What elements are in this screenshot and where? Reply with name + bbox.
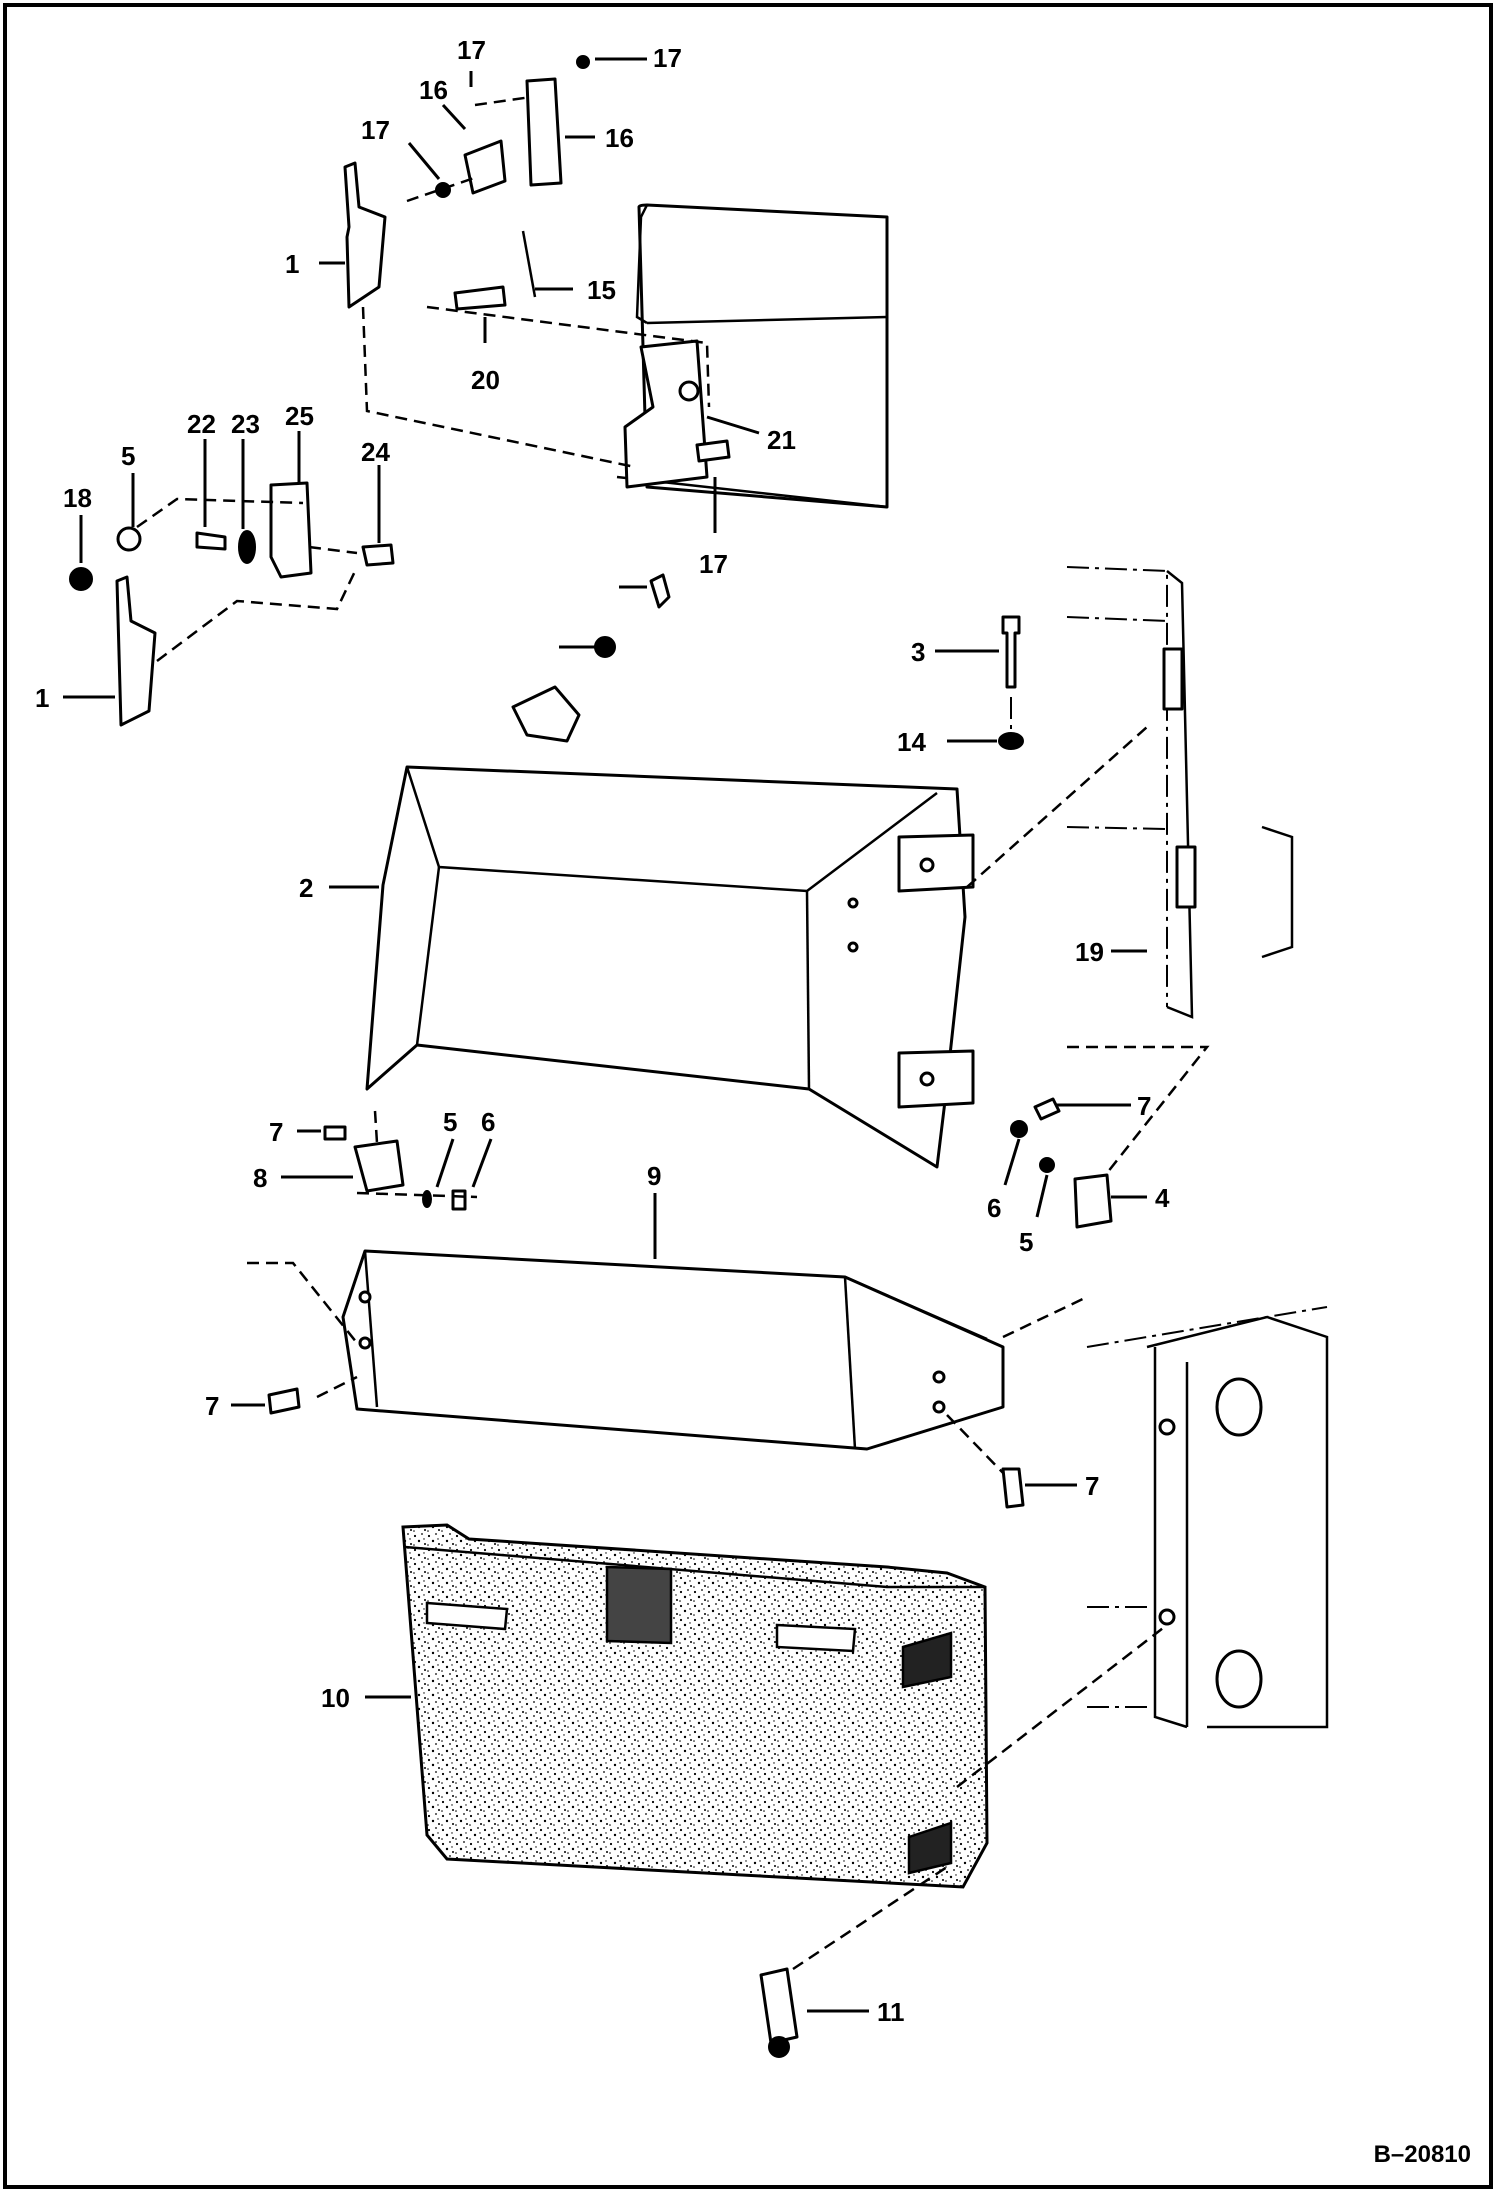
callout-3: 3 xyxy=(911,637,926,667)
hood-latch-lower xyxy=(69,481,395,727)
callout-5: 5 xyxy=(1019,1227,1034,1257)
machine-hinge-pins xyxy=(1162,647,1197,909)
knob-fastener xyxy=(511,573,671,743)
counterweight-10 xyxy=(401,1523,1168,1889)
callout-7: 7 xyxy=(1085,1471,1100,1501)
callout-17: 17 xyxy=(361,115,390,145)
callout-8: 8 xyxy=(253,1163,268,1193)
exploded-view-drawing xyxy=(63,55,1329,2058)
callout-11: 11 xyxy=(877,1997,905,2027)
callout-23: 25 xyxy=(285,401,314,431)
mounting-brackets xyxy=(323,1045,1210,1229)
callout-2: 2 xyxy=(299,873,314,903)
callout-21: 23 xyxy=(231,409,260,439)
hood-latch-upper xyxy=(343,55,731,489)
callout-17: 19 xyxy=(1075,937,1104,967)
side-panel-2 xyxy=(365,726,1148,1169)
callout-17: 18 xyxy=(63,483,92,513)
callout-10: 10 xyxy=(321,1683,350,1713)
callout-6: 6 xyxy=(481,1107,496,1137)
callout-16: 17 xyxy=(699,549,728,579)
machine-lower-body xyxy=(1086,1306,1329,1729)
callout-5: 5 xyxy=(121,441,136,471)
callout-1: 1 xyxy=(35,683,50,713)
callout-12: 14 xyxy=(897,727,926,757)
callout-4: 4 xyxy=(1155,1183,1170,1213)
callout-13: 15 xyxy=(587,275,616,305)
callout-18: 20 xyxy=(471,365,500,395)
callout-1: 1 xyxy=(285,249,300,279)
callout-7: 7 xyxy=(205,1391,220,1421)
callout-19: 21 xyxy=(767,425,796,455)
callout-9: 9 xyxy=(647,1161,662,1191)
callout-15: 16 xyxy=(605,123,634,153)
callout-7: 7 xyxy=(269,1117,284,1147)
callout-5: 5 xyxy=(443,1107,458,1137)
callout-20: 22 xyxy=(187,409,216,439)
callout-16: 17 xyxy=(457,35,486,65)
callout-22: 24 xyxy=(361,437,390,467)
drawing-reference-number: B–20810 xyxy=(1373,2141,1471,2168)
callout-14: 16 xyxy=(419,75,448,105)
parts-diagram: 17 17 16 17 16 1 15 20 21 17 22 23 25 5 … xyxy=(3,3,1493,2189)
callout-6: 6 xyxy=(987,1193,1002,1223)
lower-shield-9 xyxy=(247,1249,1088,1509)
bolt-11 xyxy=(759,1865,948,2058)
callout-7: 7 xyxy=(1137,1091,1152,1121)
bolt-and-washer xyxy=(998,615,1024,750)
callout-leaders xyxy=(63,57,1147,2013)
callout-17: 17 xyxy=(653,43,682,73)
